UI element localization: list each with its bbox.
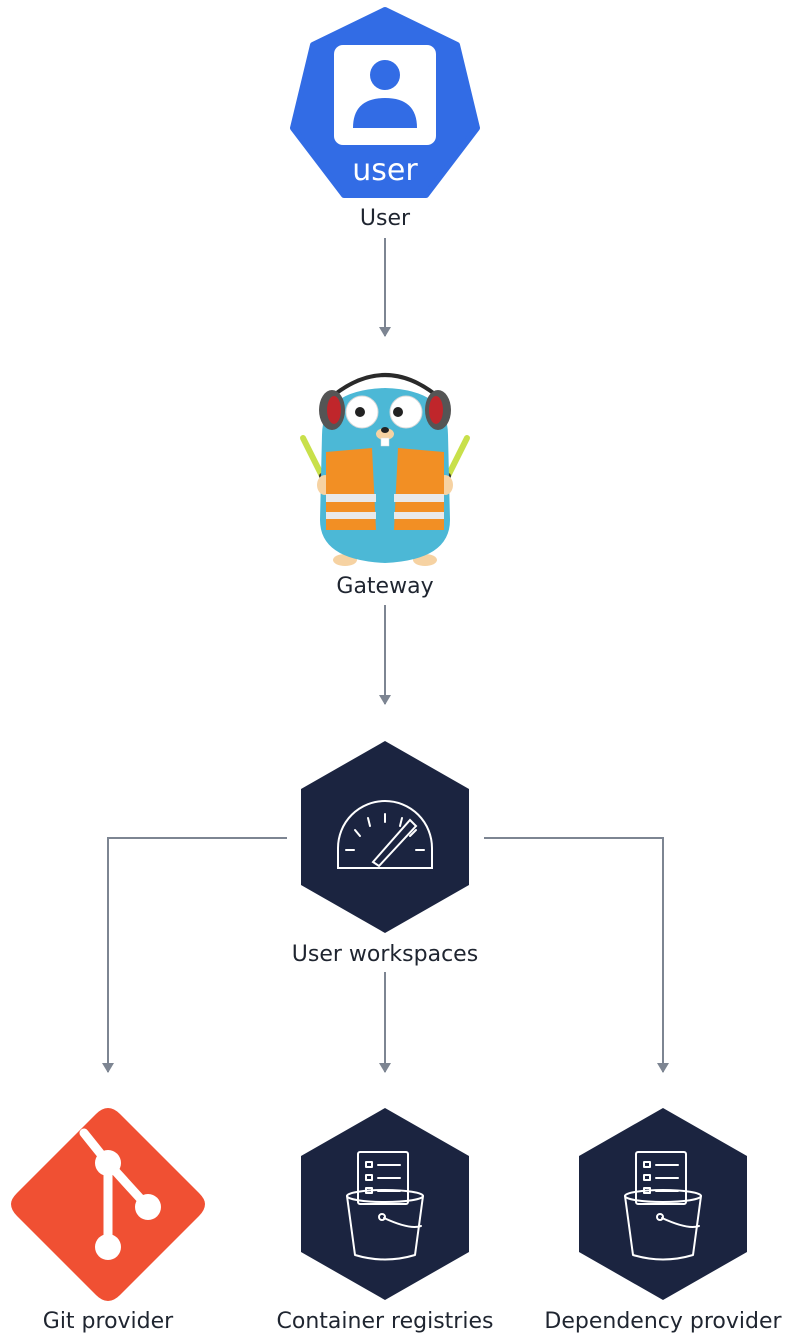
- registries-label: Container registries: [277, 1309, 494, 1334]
- node-user[interactable]: user User: [290, 7, 480, 231]
- gopher-gateway-icon: [300, 373, 470, 566]
- node-workspaces[interactable]: User workspaces: [292, 741, 478, 967]
- bucket-icon: [624, 1151, 702, 1261]
- user-body: [353, 98, 417, 128]
- edge-workspaces-git: [102, 837, 287, 1073]
- gateway-label: Gateway: [336, 574, 433, 599]
- git-label: Git provider: [43, 1309, 174, 1334]
- dependency-label: Dependency provider: [544, 1309, 782, 1334]
- workspaces-label: User workspaces: [292, 942, 478, 967]
- user-label: User: [360, 206, 411, 231]
- user-head: [370, 60, 400, 90]
- edge-workspaces-dependency: [484, 837, 669, 1073]
- node-dependency[interactable]: Dependency provider: [544, 1108, 783, 1334]
- edges: [102, 238, 669, 1073]
- node-git[interactable]: Git provider: [11, 1108, 205, 1334]
- bucket-icon: [346, 1151, 424, 1261]
- node-registries[interactable]: Container registries: [277, 1108, 494, 1334]
- workspaces-hexagon: [301, 741, 469, 933]
- user-icon-text: user: [352, 153, 418, 188]
- speedometer-icon: [337, 800, 433, 869]
- node-gateway[interactable]: Gateway: [300, 373, 470, 599]
